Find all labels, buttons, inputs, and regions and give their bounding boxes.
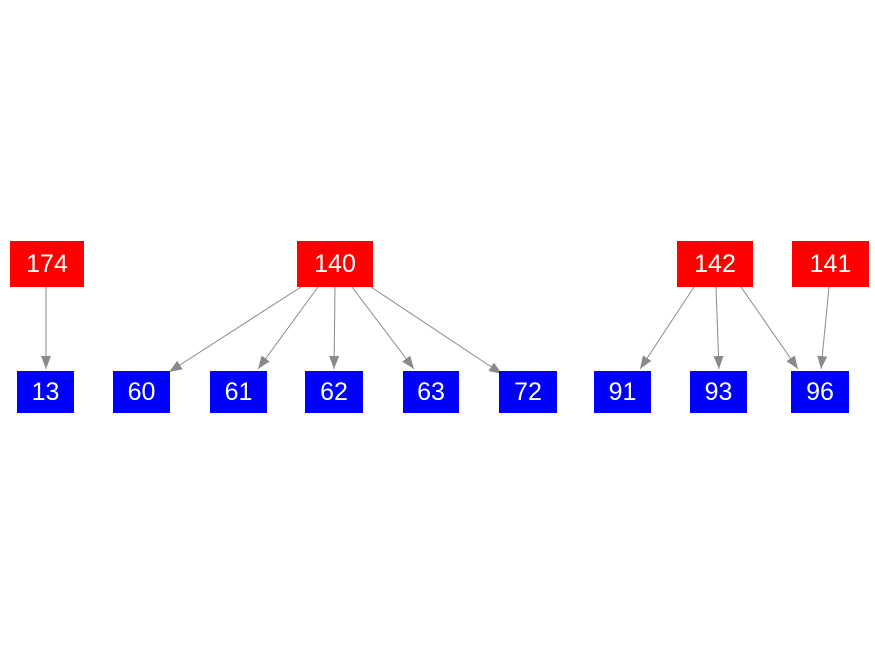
graph-edge-142-93 (713, 286, 724, 370)
graph-node-93: 93 (690, 371, 747, 413)
graph-edge-140-62 (329, 286, 340, 370)
edge-group (41, 286, 830, 375)
graph-edge-140-63 (351, 286, 415, 370)
graph-edge-142-96 (740, 286, 799, 370)
graph-edge-140-60 (168, 286, 302, 373)
graph-node-140: 140 (297, 241, 373, 287)
graph-node-61: 61 (210, 371, 267, 413)
graph-node-13: 13 (17, 371, 74, 413)
graph-node-174: 174 (10, 241, 84, 287)
graph-edge-140-61 (257, 286, 319, 370)
graph-node-63: 63 (403, 371, 459, 413)
graph-node-62: 62 (305, 371, 363, 413)
graph-node-96: 96 (791, 371, 849, 413)
graph-node-60: 60 (113, 371, 170, 413)
graph-node-142: 142 (677, 241, 753, 287)
graph-edge-142-91 (639, 286, 695, 370)
graph-node-72: 72 (499, 371, 557, 413)
graph-node-91: 91 (594, 371, 651, 413)
graph-edge-140-72 (370, 286, 503, 375)
graph-node-141: 141 (792, 241, 869, 287)
graph-edge-141-96 (817, 286, 830, 370)
